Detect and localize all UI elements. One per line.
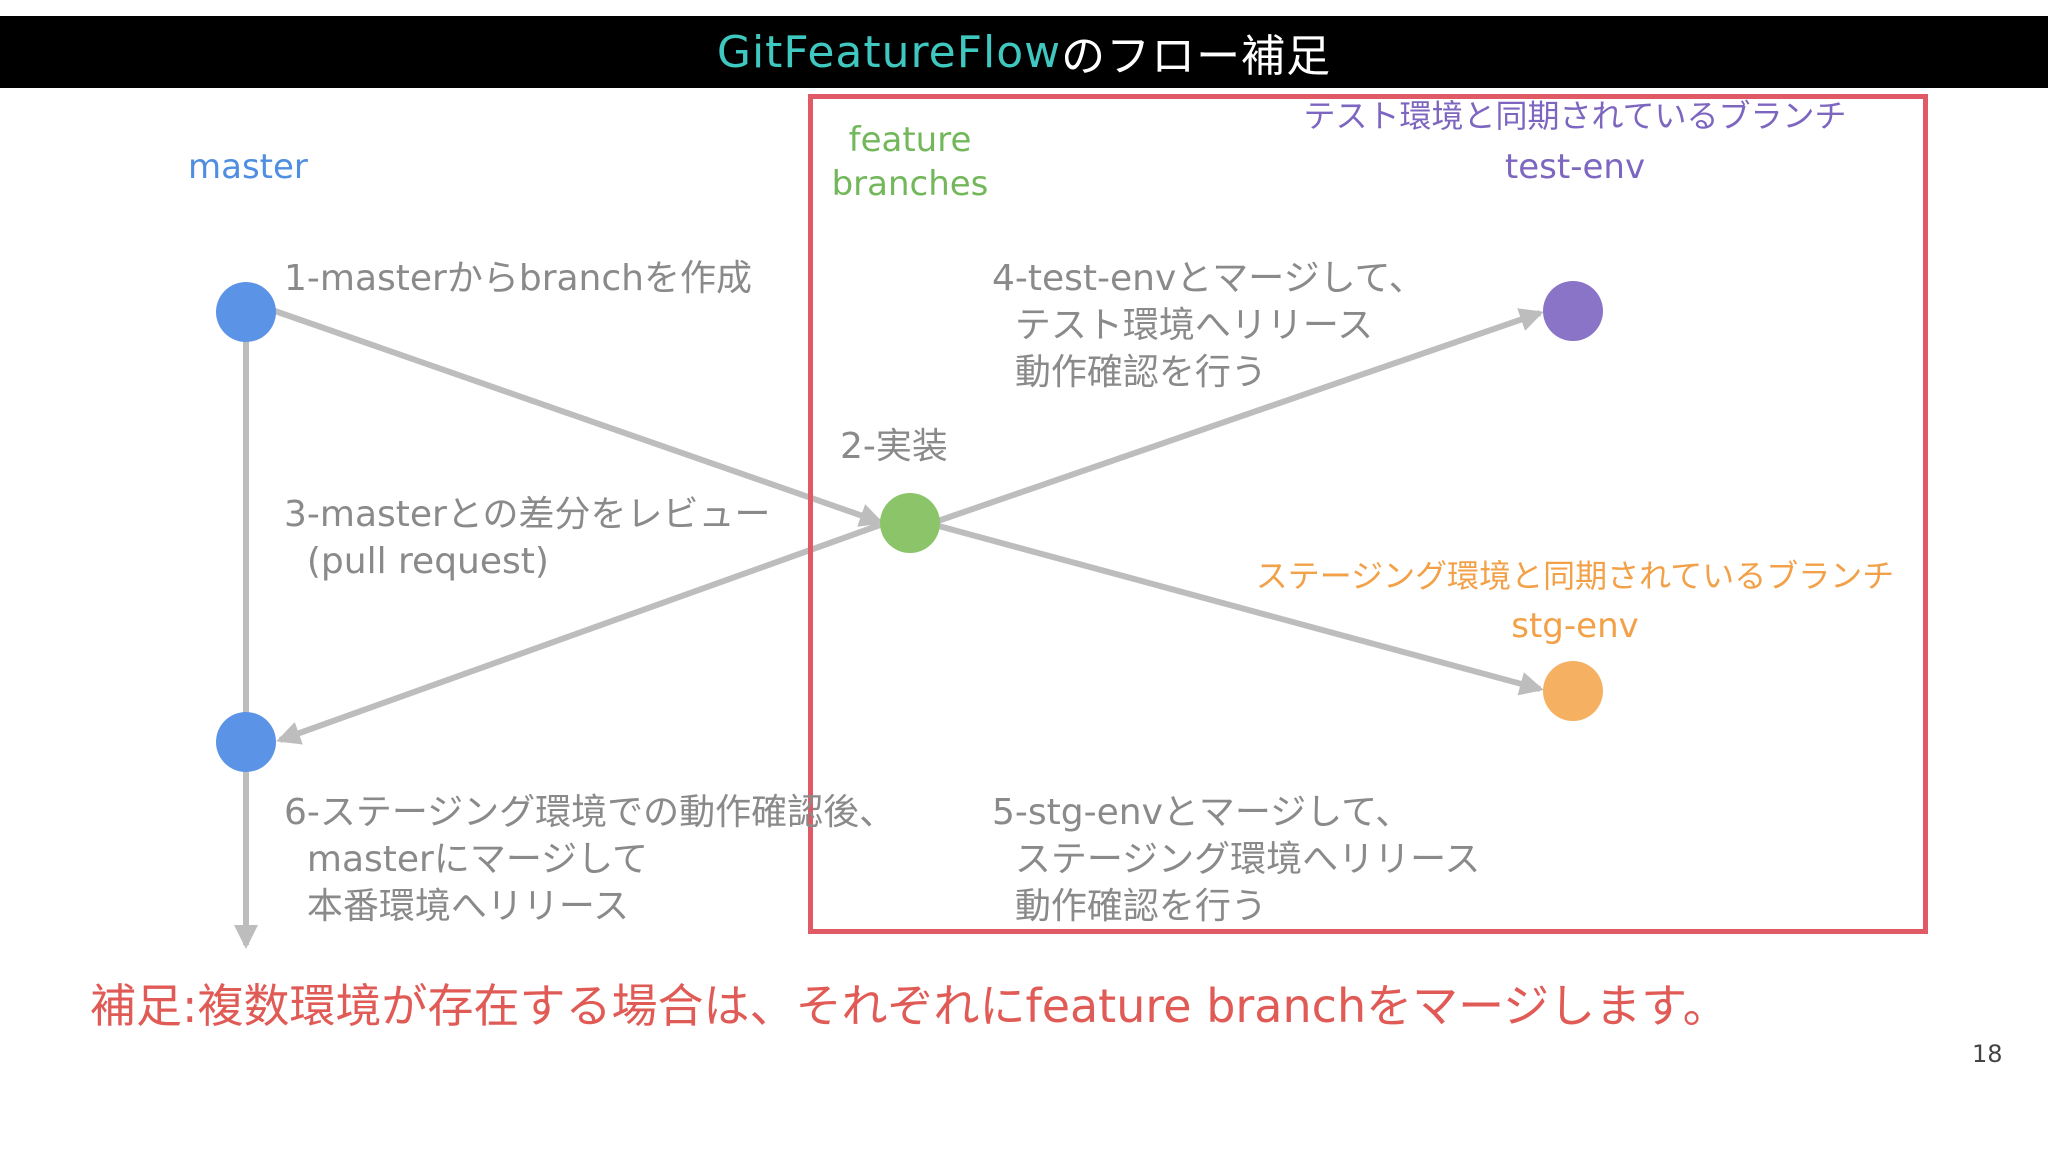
stg-env-node	[1543, 661, 1603, 721]
step-6-label: 6-ステージング環境での動作確認後、 masterにマージして 本番環境へリリー…	[284, 792, 896, 927]
arrow-feature-to-test-env	[934, 308, 1544, 525]
test-env-description: テスト環境と同期されているブランチ	[1303, 97, 1847, 135]
feature-node	[880, 493, 940, 553]
arrow-feature-to-master	[276, 522, 882, 745]
step-5-label: 5-stg-envとマージして、 ステージング環境へリリース 動作確認を行う	[992, 792, 1481, 927]
arrow-master-to-feature	[271, 307, 884, 527]
master-node-bottom	[216, 712, 276, 772]
master-lane-label: master	[188, 147, 308, 187]
step-3-label: 3-masterとの差分をレビュー (pull request)	[284, 494, 771, 582]
stg-env-label: stg-env	[1511, 606, 1639, 646]
supplement-note: 補足:複数環境が存在する場合は、それぞれにfeature branchをマージし…	[90, 979, 1729, 1033]
feature-lane-label: feature branches	[831, 120, 989, 205]
test-env-node	[1543, 281, 1603, 341]
test-env-label: test-env	[1504, 147, 1646, 187]
step-2-label: 2-実装	[840, 426, 948, 467]
stg-env-description: ステージング環境と同期されているブランチ	[1255, 557, 1895, 595]
step-1-label: 1-masterからbranchを作成	[284, 258, 752, 299]
page-number: 18	[1972, 1040, 2003, 1068]
title-rest: のフロー補足	[1061, 31, 1332, 82]
master-node-top	[216, 282, 276, 342]
step-4-label: 4-test-envとマージして、 テスト環境へリリース 動作確認を行う	[992, 258, 1425, 393]
title-accent: GitFeatureFlow	[716, 26, 1062, 78]
arrow-feature-to-stg-env	[934, 522, 1544, 696]
feature-scope-frame	[808, 94, 1928, 934]
